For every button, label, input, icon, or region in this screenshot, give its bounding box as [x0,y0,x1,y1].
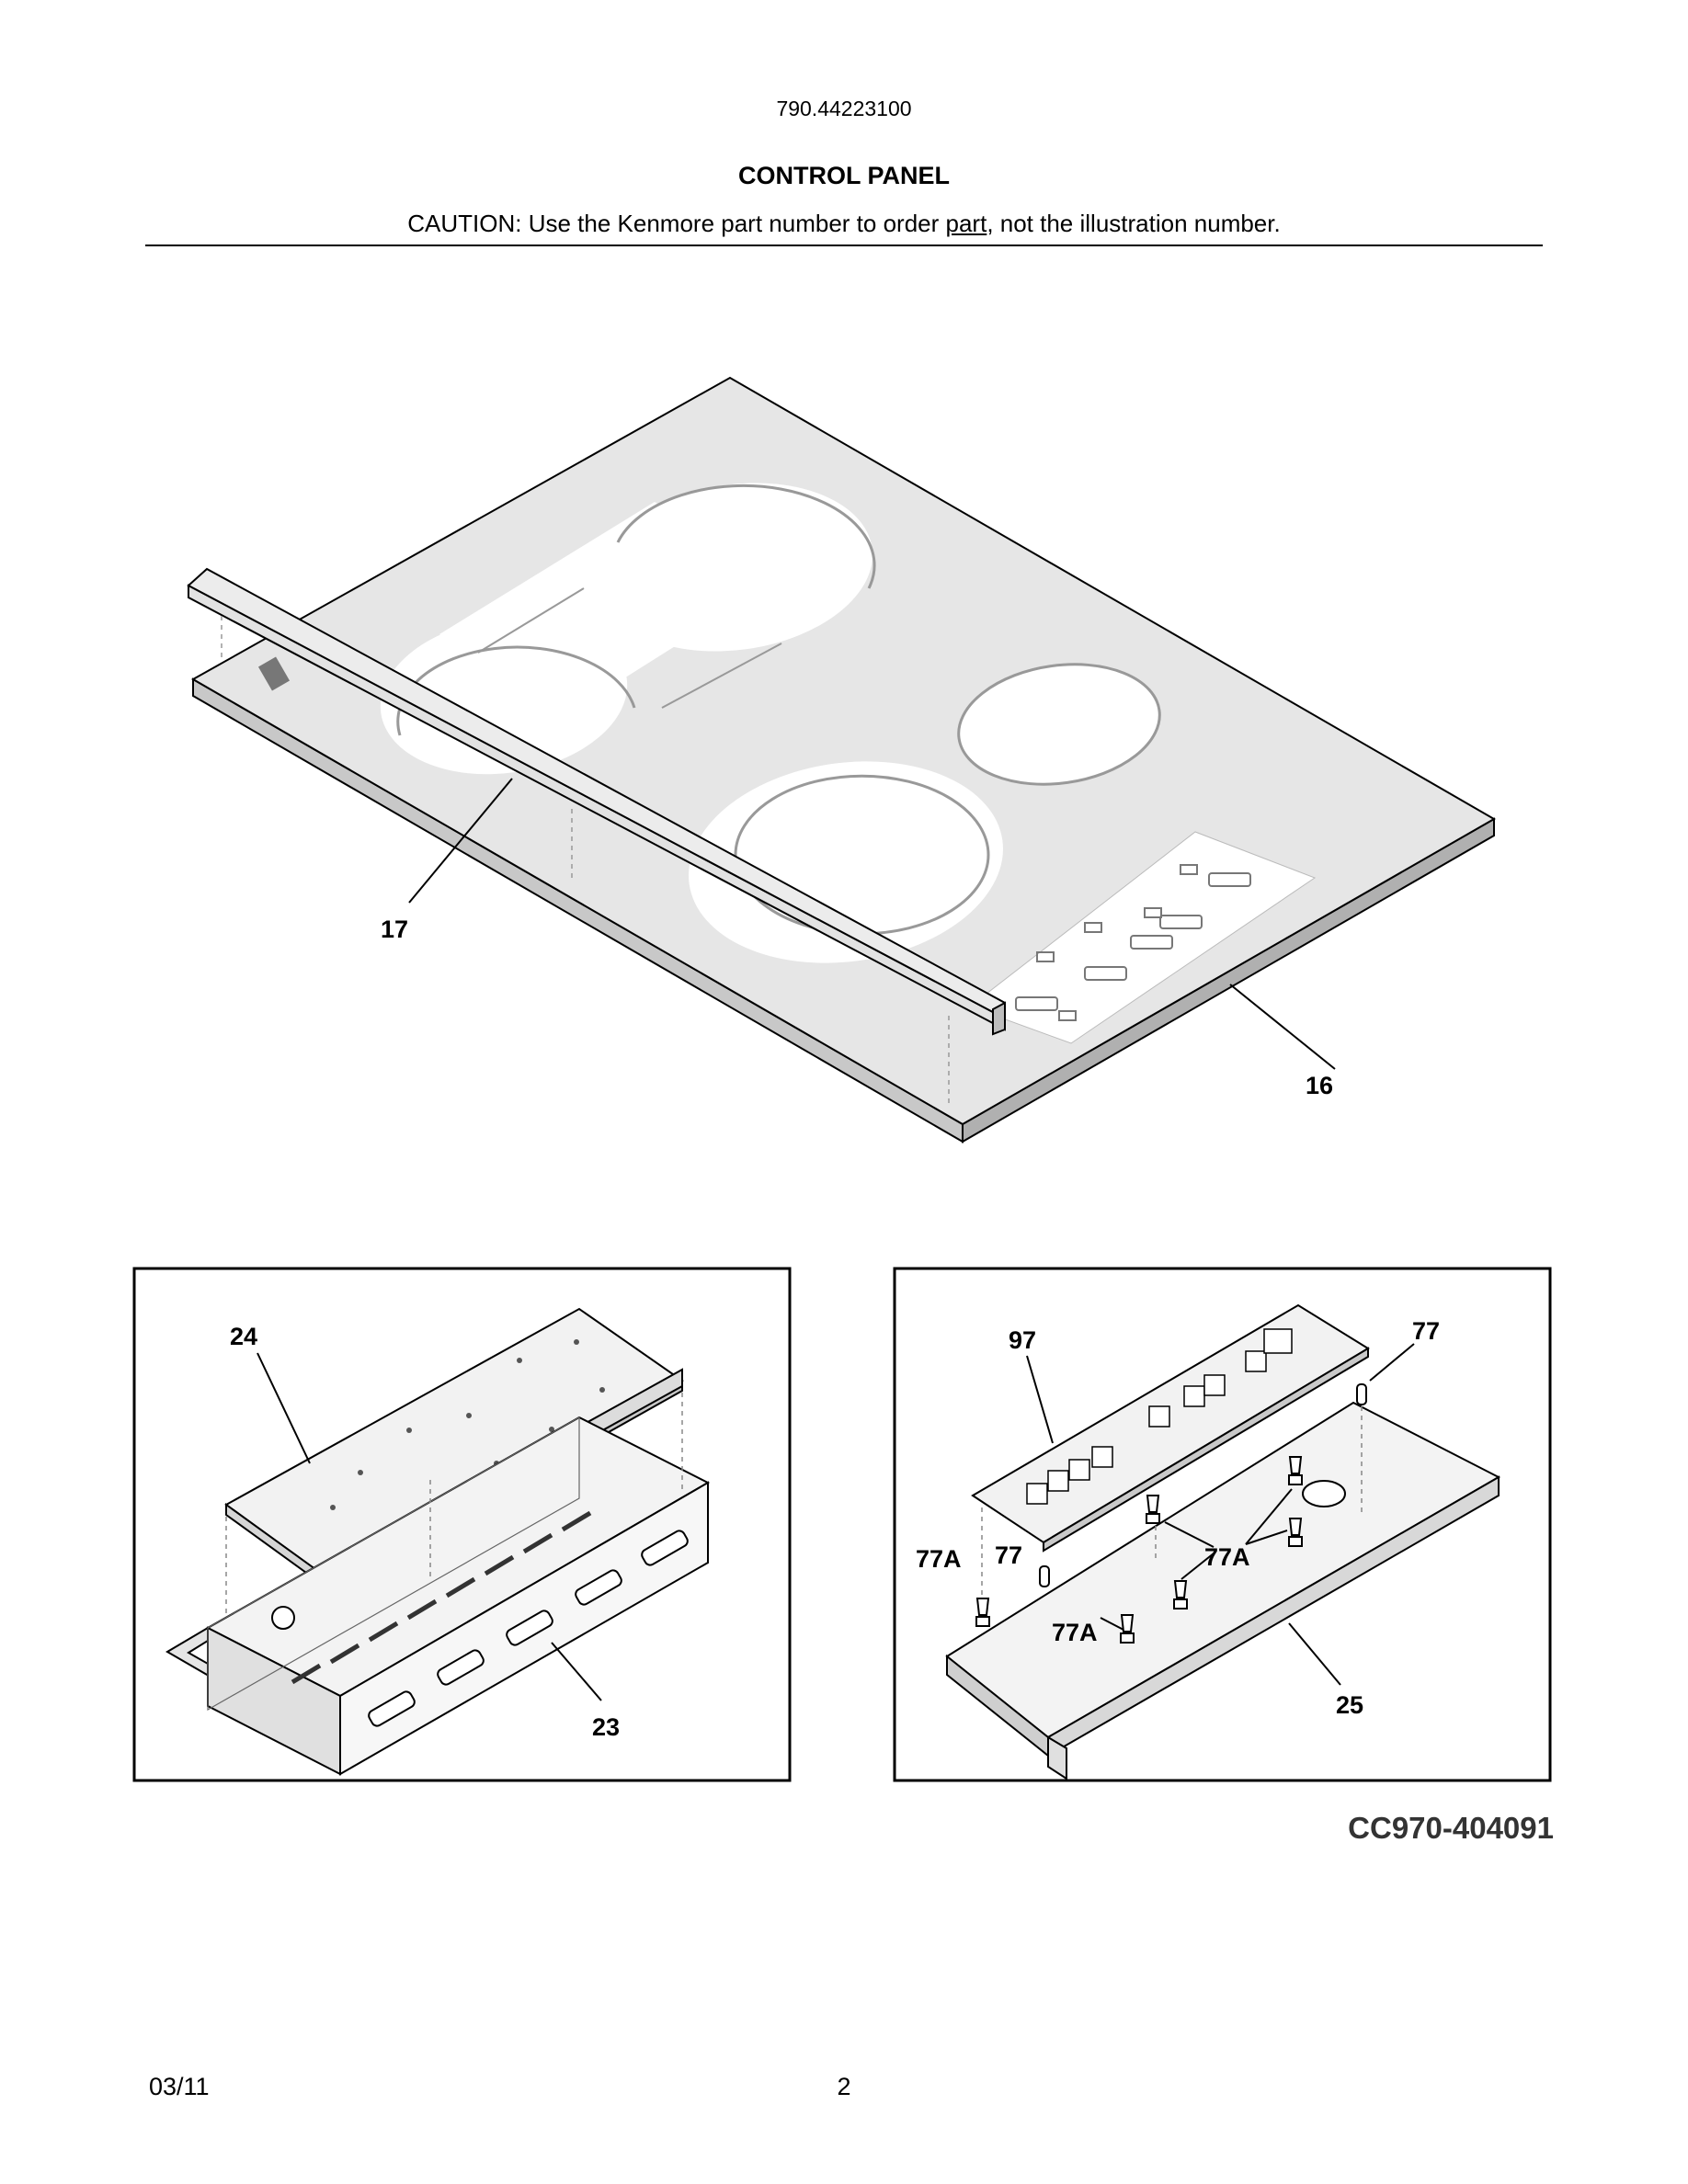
caution-part-word: part [945,210,987,237]
callout-77a-right: 77A [1204,1543,1250,1571]
leader-77-top [1369,1343,1415,1382]
callout-17: 17 [381,916,408,943]
leader-16 [1229,984,1336,1070]
assembly-guide-lines-right [981,1406,1363,1599]
leader-17 [408,778,513,904]
callout-97: 97 [1009,1326,1036,1354]
leader-77a-right-b [1245,1530,1288,1545]
leader-77a-center-a [1164,1521,1215,1548]
page-number: 2 [837,2073,851,2100]
model-number: 790.44223100 [776,97,912,120]
brand-logo [257,656,291,691]
leader-77a-right-a [1245,1488,1293,1545]
assembly-guide-lines-left [225,1393,683,1618]
leader-24 [257,1352,311,1464]
caution-text-start: CAUTION: Use the Kenmore part number to … [407,210,946,237]
control-board [971,1303,1370,1553]
leader-77a-center-b [1180,1553,1215,1580]
standoff-clips-77a [975,1456,1303,1644]
leader-25 [1288,1622,1341,1686]
leader-77a-bottom [1100,1617,1124,1631]
tray-floor-louvers [291,1510,592,1685]
caution-note: CAUTION: Use the Kenmore part number to … [0,210,1688,238]
callout-77a-bottom: 77A [1052,1619,1098,1646]
callout-24: 24 [230,1323,257,1350]
callout-16: 16 [1306,1072,1333,1099]
tray-round-opening [271,1606,295,1630]
tray-vent-slots [368,1530,689,1727]
figure-code: CC970-404091 [1348,1811,1554,1845]
page-title: CONTROL PANEL [737,162,950,189]
caution-text-end: , not the illustration number. [987,210,1281,237]
header-divider [145,245,1543,246]
callout-77-mid: 77 [995,1541,1022,1569]
callout-23: 23 [592,1713,620,1741]
callout-77a-left: 77A [916,1545,962,1573]
board-relays [1026,1328,1293,1505]
spacers-77 [1039,1383,1367,1587]
touch-control-pad [968,831,1317,1044]
callout-25: 25 [1336,1691,1363,1719]
revision-date: 03/11 [149,2073,210,2100]
cooktop-glass [190,376,1497,1143]
cooking-zone-pattern [257,483,1161,963]
bracket-round-opening [1302,1480,1346,1507]
callout-77-top: 77 [1412,1317,1440,1345]
leader-23 [551,1642,602,1701]
board-bracket [945,1401,1501,1780]
leader-97 [1026,1355,1054,1444]
trim-strip [187,567,1006,1103]
